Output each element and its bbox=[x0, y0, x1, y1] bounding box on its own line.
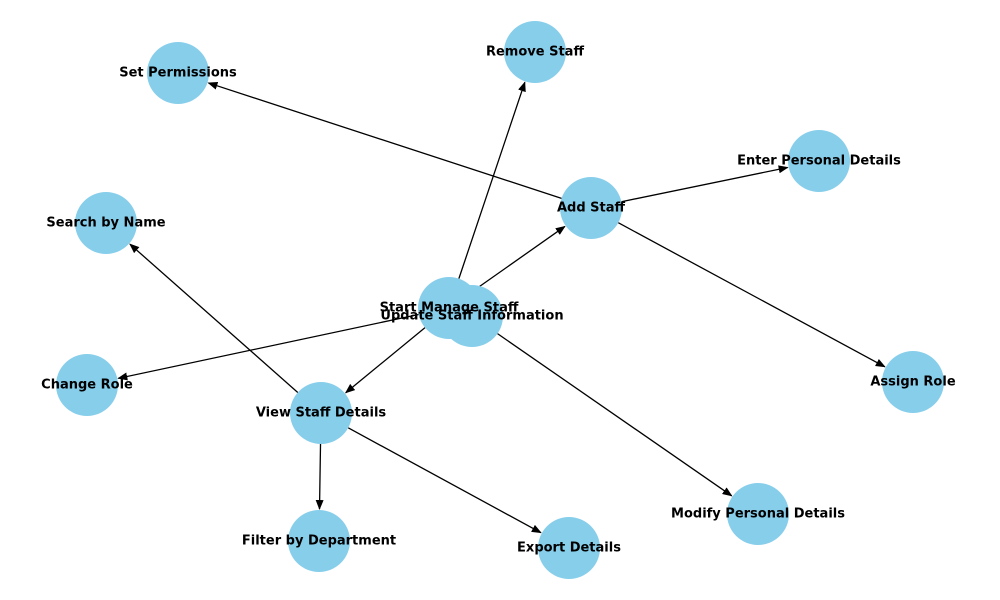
edge-add-to-personal bbox=[621, 165, 789, 203]
node-label-update: Update Staff Information bbox=[380, 309, 563, 324]
node-label-personal: Enter Personal Details bbox=[737, 154, 901, 169]
node-perms[interactable] bbox=[147, 42, 209, 104]
node-label-export: Export Details bbox=[517, 541, 621, 556]
node-label-view: View Staff Details bbox=[256, 406, 387, 421]
nodes-layer bbox=[56, 21, 944, 579]
edge-view-to-export bbox=[347, 427, 542, 534]
node-view[interactable] bbox=[290, 382, 352, 444]
node-modify[interactable] bbox=[727, 483, 789, 545]
edges-layer bbox=[117, 81, 886, 534]
node-assign[interactable] bbox=[882, 351, 944, 413]
node-label-search: Search by Name bbox=[46, 216, 165, 231]
node-remove[interactable] bbox=[504, 21, 566, 83]
node-label-perms: Set Permissions bbox=[119, 66, 237, 81]
edge-start-to-add bbox=[473, 225, 566, 291]
node-export[interactable] bbox=[538, 517, 600, 579]
edge-start-to-view bbox=[344, 327, 426, 394]
edge-add-to-assign bbox=[617, 222, 886, 368]
node-label-assign: Assign Role bbox=[870, 375, 955, 390]
node-label-modify: Modify Personal Details bbox=[671, 507, 845, 522]
edge-start-to-change bbox=[117, 313, 419, 381]
node-label-change: Change Role bbox=[41, 378, 133, 393]
edge-start-to-remove bbox=[458, 81, 526, 279]
node-label-start: Start Manage Staff bbox=[380, 301, 519, 316]
node-add[interactable] bbox=[560, 177, 622, 239]
node-personal[interactable] bbox=[788, 130, 850, 192]
edge-add-to-perms bbox=[207, 81, 562, 199]
node-change[interactable] bbox=[56, 354, 118, 416]
node-search[interactable] bbox=[75, 192, 137, 254]
edge-update-to-modify bbox=[497, 333, 733, 497]
edge-view-to-filter bbox=[315, 443, 324, 511]
node-filter[interactable] bbox=[288, 510, 350, 572]
node-label-remove: Remove Staff bbox=[486, 45, 584, 60]
node-update[interactable] bbox=[441, 285, 503, 347]
node-label-add: Add Staff bbox=[557, 201, 626, 216]
edge-view-to-search bbox=[129, 243, 299, 393]
node-label-filter: Filter by Department bbox=[242, 534, 396, 549]
